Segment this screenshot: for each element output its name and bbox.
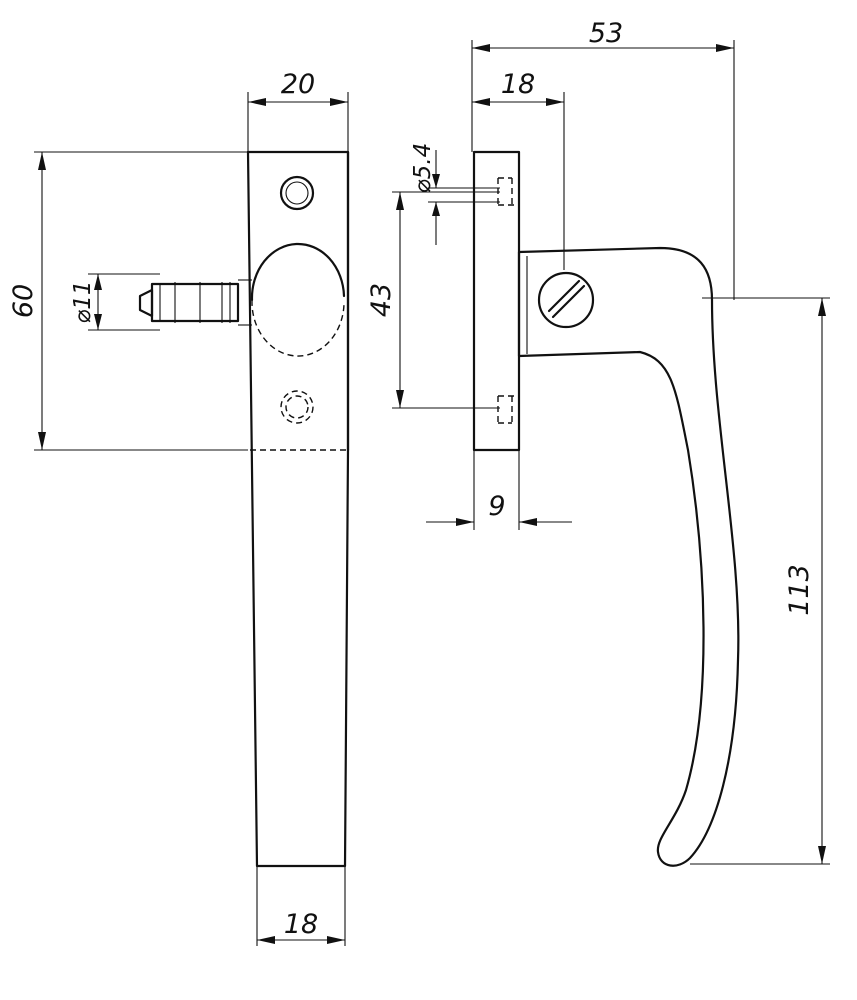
bottom-screw-hole-hidden	[280, 390, 314, 424]
screw-head	[537, 271, 595, 329]
top-screw-hole	[279, 175, 315, 211]
dim-front-width-bottom: 18	[256, 866, 346, 946]
side-plate	[472, 150, 521, 452]
dim-label-front-height: 60	[8, 284, 39, 318]
dim-side-plate-to-handle: 18	[472, 69, 565, 270]
dim-front-height: 60	[8, 151, 248, 451]
dim-label-side-hole-diameter: ⌀5.4	[410, 143, 436, 193]
side-hole-bottom-hidden	[497, 395, 519, 424]
rosette-visible	[250, 242, 346, 302]
dim-label-spindle-diameter: ⌀11	[70, 280, 96, 323]
screw-slot	[547, 279, 586, 319]
handle-profile	[517, 246, 740, 867]
front-handle-outline	[246, 150, 350, 868]
dim-label-side-hole-spacing: 43	[366, 283, 397, 317]
dim-side-hole-diameter: ⌀5.4	[410, 143, 500, 245]
side-view: 53 18 ⌀5.4 43	[366, 18, 830, 867]
side-hole-top-hidden	[497, 177, 519, 206]
dim-front-width-top: 20	[247, 69, 349, 152]
rosette-hidden	[251, 299, 345, 357]
dim-spindle-diameter: ⌀11	[70, 273, 160, 331]
dim-label-side-plate-thickness: 9	[488, 491, 505, 522]
bottom-screw-hole-hidden-inner	[285, 395, 309, 419]
spindle	[138, 279, 252, 326]
dim-side-plate-thickness: 9	[426, 450, 572, 530]
front-plate-outline	[246, 150, 350, 452]
top-screw-hole-inner	[285, 181, 309, 205]
dim-side-overall-depth: 53	[471, 18, 735, 300]
dim-label-side-plate-to-handle: 18	[501, 69, 535, 100]
dim-label-side-overall-depth: 53	[589, 18, 623, 49]
dim-label-side-handle-length: 113	[784, 564, 815, 616]
dim-label-front-width-bottom: 18	[284, 909, 318, 940]
dim-side-handle-length: 113	[690, 297, 830, 865]
dim-label-front-width-top: 20	[281, 69, 315, 100]
dim-side-hole-spacing: 43	[366, 191, 500, 409]
front-view: 20 60 ⌀11 18	[8, 69, 350, 946]
